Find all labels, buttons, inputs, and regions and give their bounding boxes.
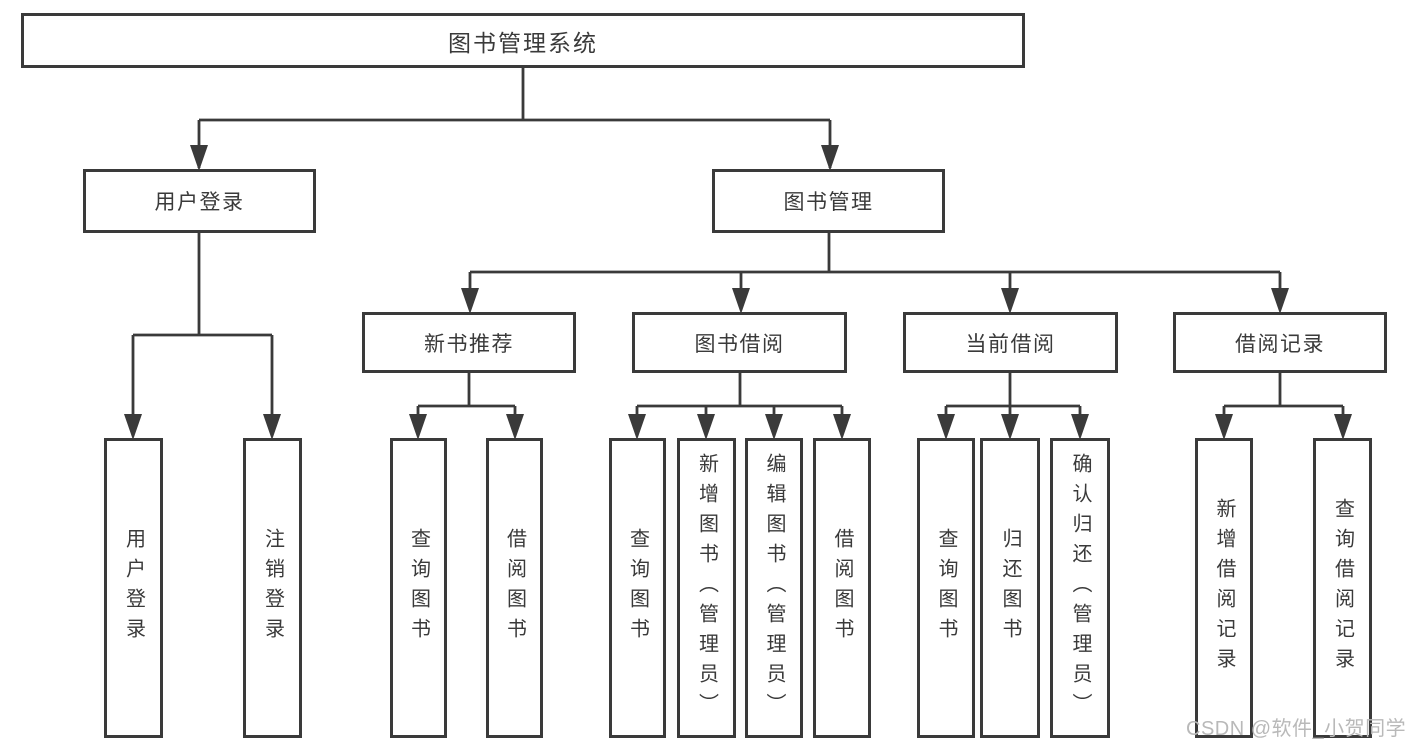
node-root-label: 图书管理系统 — [448, 29, 598, 56]
node-new-book-recommend: 新书推荐 — [362, 312, 576, 373]
leaf-return-books-label: 归还图书 — [999, 528, 1021, 648]
leaf-add-borrow-record: 新增借阅记录 — [1195, 438, 1253, 738]
arrowheads — [124, 145, 1352, 440]
leaf-user-login-label: 用户登录 — [122, 528, 145, 648]
leaf-confirm-return-admin-label: 确认归还（管理员） — [1069, 453, 1091, 723]
connector-mgmt-to-sections — [468, 233, 1282, 310]
leaf-add-book-admin-label: 新增图书（管理员） — [695, 453, 718, 723]
node-book-borrow: 图书借阅 — [632, 312, 847, 373]
node-book-borrow-label: 图书借阅 — [694, 332, 785, 356]
leaf-confirm-return-admin: 确认归还（管理员） — [1050, 438, 1110, 738]
leaf-query-books-borrow-label: 查询图书 — [626, 528, 649, 648]
leaf-query-books-borrow: 查询图书 — [609, 438, 666, 738]
leaf-query-books-recommend-label: 查询图书 — [407, 528, 430, 648]
leaf-edit-book-admin: 编辑图书（管理员） — [745, 438, 803, 738]
leaf-return-books: 归还图书 — [980, 438, 1040, 738]
node-book-management-label: 图书管理 — [783, 191, 874, 214]
leaf-add-book-admin: 新增图书（管理员） — [677, 438, 736, 738]
connector-root-to-level2 — [197, 68, 832, 168]
node-current-borrow: 当前借阅 — [903, 312, 1118, 373]
leaf-add-borrow-record-label: 新增借阅记录 — [1213, 498, 1235, 678]
node-borrow-records-label: 借阅记录 — [1235, 332, 1325, 356]
leaf-user-login: 用户登录 — [104, 438, 163, 738]
leaf-edit-book-admin-label: 编辑图书（管理员） — [763, 453, 785, 723]
leaf-query-books-current: 查询图书 — [917, 438, 975, 738]
leaf-logout-label: 注销登录 — [261, 528, 284, 648]
node-root-system: 图书管理系统 — [21, 13, 1025, 68]
leaf-borrow-books-borrow-label: 借阅图书 — [831, 528, 853, 648]
node-new-book-recommend-label: 新书推荐 — [424, 332, 514, 356]
connector-login-to-leaves — [131, 233, 274, 436]
leaf-borrow-books-borrow: 借阅图书 — [813, 438, 871, 738]
node-current-borrow-label: 当前借阅 — [965, 332, 1056, 356]
leaf-query-borrow-record: 查询借阅记录 — [1313, 438, 1372, 738]
leaf-borrow-books-recommend: 借阅图书 — [486, 438, 543, 738]
node-user-login-label: 用户登录 — [154, 191, 245, 214]
csdn-watermark: CSDN @软件_小贺同学 — [1186, 718, 1405, 740]
leaf-query-books-current-label: 查询图书 — [935, 528, 957, 648]
leaf-query-borrow-record-label: 查询借阅记录 — [1331, 498, 1354, 678]
node-book-management: 图书管理 — [712, 169, 945, 233]
node-borrow-records: 借阅记录 — [1173, 312, 1387, 373]
leaf-borrow-books-recommend-label: 借阅图书 — [503, 528, 526, 648]
leaf-query-books-recommend: 查询图书 — [390, 438, 447, 738]
node-user-login: 用户登录 — [83, 169, 316, 233]
connector-sections-to-leaves — [416, 373, 1345, 436]
leaf-logout: 注销登录 — [243, 438, 302, 738]
